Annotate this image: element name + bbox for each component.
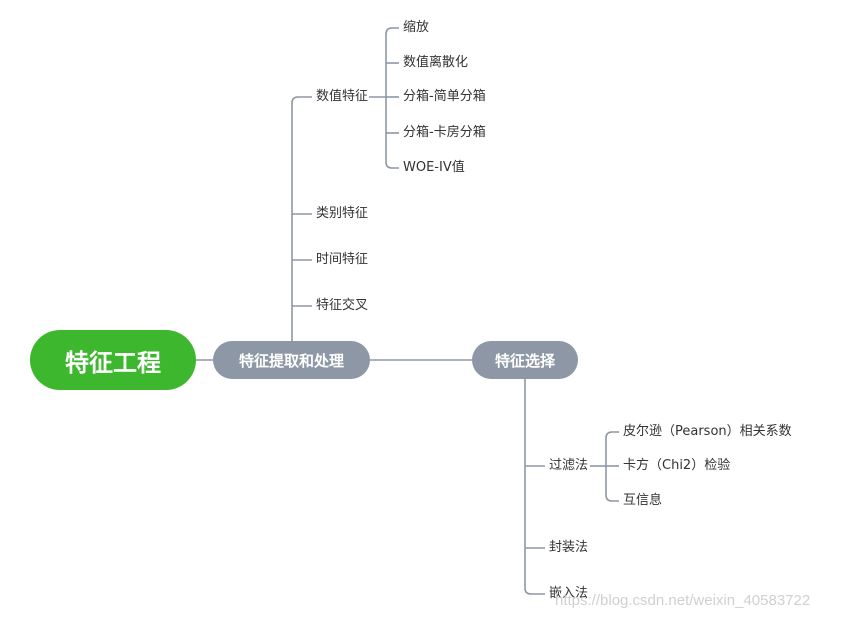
node-woe-iv[interactable]: WOE-IV值 [403, 160, 465, 175]
node-numeric-features[interactable]: 数值特征 [316, 89, 369, 104]
node-embedded-method[interactable]: 嵌入法 [549, 586, 589, 601]
node-category-features[interactable]: 类别特征 [316, 206, 369, 221]
connector-woe [385, 97, 399, 169]
connector-numeric [291, 96, 312, 341]
connector-mutual-info [605, 466, 619, 502]
node-pearson[interactable]: 皮尔逊（Pearson）相关系数 [623, 424, 792, 439]
node-chi2-test[interactable]: 卡方（Chi2）检验 [623, 458, 731, 473]
node-discretization[interactable]: 数值离散化 [403, 55, 469, 70]
node-filter-method[interactable]: 过滤法 [549, 458, 589, 473]
node-feature-selection[interactable]: 特征选择 [472, 341, 578, 379]
node-scaling[interactable]: 缩放 [403, 20, 430, 35]
node-chi-binning[interactable]: 分箱-卡房分箱 [403, 125, 486, 140]
root-node[interactable]: 特征工程 [30, 330, 196, 390]
node-feature-cross[interactable]: 特征交叉 [316, 298, 369, 313]
node-feature-extraction[interactable]: 特征提取和处理 [213, 341, 370, 379]
connector-embedded [524, 379, 545, 595]
watermark: https://blog.csdn.net/weixin_40583722 [555, 592, 811, 609]
node-time-features[interactable]: 时间特征 [316, 252, 369, 267]
connector-pearson [605, 431, 619, 466]
connector-scaling [385, 27, 399, 97]
node-simple-binning[interactable]: 分箱-简单分箱 [403, 89, 486, 104]
node-wrapper-method[interactable]: 封装法 [549, 540, 589, 555]
node-mutual-info[interactable]: 互信息 [623, 493, 663, 508]
